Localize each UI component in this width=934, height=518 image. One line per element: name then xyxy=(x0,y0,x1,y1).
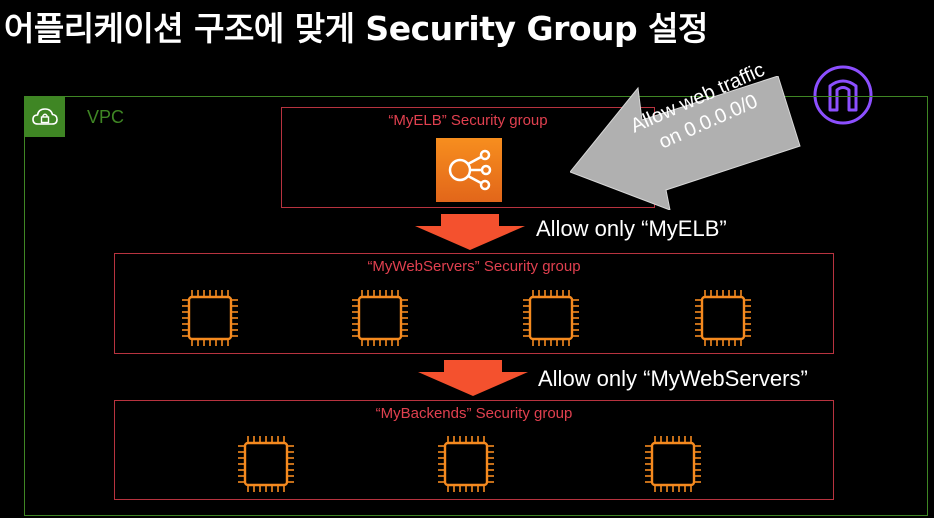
ec2-instance-chip-icon xyxy=(350,288,410,348)
ec2-instance-chip-icon xyxy=(643,434,703,494)
ec2-instance-chip-icon xyxy=(180,288,240,348)
internet-traffic-arrow xyxy=(570,76,801,210)
slide-title: 어플리케이션 구조에 맞게 Security Group 설정 xyxy=(4,9,708,48)
arrow-down-icon xyxy=(415,214,525,250)
security-group-mybackends-label: “MyBackends” Security group xyxy=(375,405,573,422)
security-group-mywebservers-label: “MyWebServers” Security group xyxy=(367,258,581,275)
allow-only-mywebservers-rule: Allow only “MyWebServers” xyxy=(538,366,808,391)
ec2-instance-chip-icon xyxy=(436,434,496,494)
vpc-boundary: VPC xyxy=(24,96,928,516)
ec2-instance-chip-icon xyxy=(236,434,296,494)
load-balancer-icon xyxy=(436,138,502,202)
security-group-mybackends: “MyBackends” Security group xyxy=(114,400,834,500)
arrow-down-icon xyxy=(418,360,528,396)
security-group-mywebservers: “MyWebServers” Security group xyxy=(114,253,834,354)
vpc-label: VPC xyxy=(87,107,125,127)
vpc-cloud-lock-icon xyxy=(25,97,65,137)
n-logo-icon xyxy=(813,65,873,125)
ec2-instance-chip-icon xyxy=(521,288,581,348)
security-group-myelb-label: “MyELB” Security group xyxy=(388,112,548,129)
ec2-instance-chip-icon xyxy=(693,288,753,348)
allow-only-myelb-rule: Allow only “MyELB” xyxy=(536,216,727,241)
